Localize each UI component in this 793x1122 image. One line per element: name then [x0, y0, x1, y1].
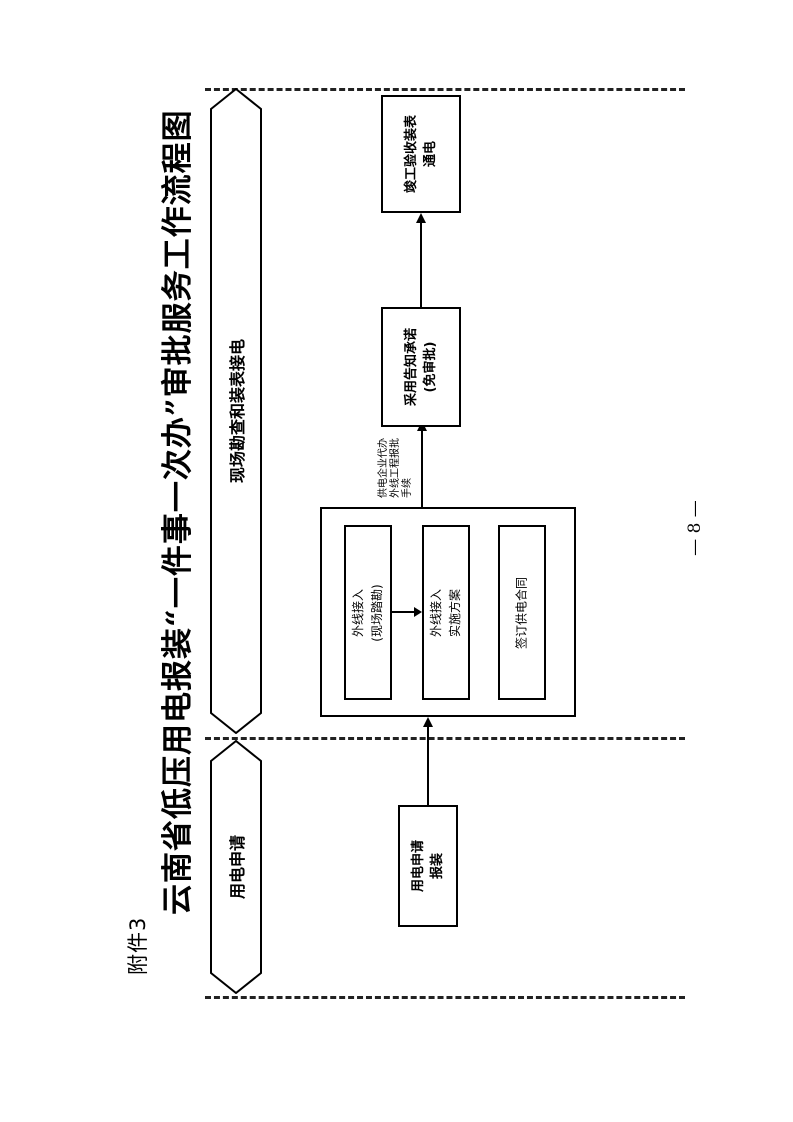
node-apply-line2: 报装: [430, 852, 445, 880]
edge-note: 供电企业代办 外线工程报批 手续: [378, 438, 414, 498]
lane-divider-top: [205, 88, 685, 91]
page-number: — 8 —: [685, 500, 705, 556]
node-promise-line2: (免审批): [423, 341, 438, 393]
arrow-apply-to-group: [427, 726, 429, 805]
attachment-label: 附件3: [126, 916, 150, 975]
lane-divider-bottom: [205, 996, 685, 999]
node-plan: 外线接入 实施方案: [422, 525, 470, 700]
node-survey-line1: 外线接入: [351, 588, 365, 637]
phase-band-application: 用电申请: [210, 740, 262, 994]
phase-label-survey: 现场勘查和装表接电: [228, 338, 247, 484]
node-survey: 外线接入 (现场踏勘): [344, 525, 392, 700]
edge-note-line1: 供电企业代办: [378, 438, 389, 498]
node-survey-label: 外线接入 (现场踏勘): [349, 584, 387, 641]
node-complete-line2: 通电: [423, 140, 438, 168]
node-survey-line2: (现场踏勘): [370, 583, 384, 642]
node-plan-line2: 实施方案: [448, 588, 462, 637]
node-contract-label: 签订供电合同: [513, 576, 532, 648]
node-plan-line1: 外线接入: [429, 588, 443, 637]
node-apply: 用电申请 报装: [398, 805, 458, 927]
node-contract: 签订供电合同: [498, 525, 546, 700]
node-complete-line1: 竣工验收装表: [404, 114, 419, 194]
node-apply-line1: 用电申请: [411, 839, 426, 893]
arrowhead: [416, 213, 426, 223]
page-title: 云南省低压用电报装“一件事一次办”审批服务工作流程图: [160, 109, 196, 915]
phase-band-survey: 现场勘查和装表接电: [210, 88, 262, 734]
edge-note-line3: 手续: [402, 478, 413, 498]
node-promise-label: 采用告知承诺 (免审批): [402, 328, 440, 406]
node-promise-line1: 采用告知承诺: [404, 327, 419, 407]
node-complete-label: 竣工验收装表 通电: [402, 115, 440, 193]
arrow-survey-to-plan: [392, 611, 416, 613]
arrow-group-to-promise: [421, 430, 423, 507]
arrowhead: [423, 717, 433, 727]
edge-note-line2: 外线工程报批: [390, 438, 401, 498]
node-complete: 竣工验收装表 通电: [381, 95, 461, 213]
node-apply-label: 用电申请 报装: [409, 840, 447, 892]
arrowhead: [414, 607, 422, 617]
node-contract-line1: 签订供电合同: [514, 576, 529, 649]
phase-band-shape: [210, 740, 262, 994]
node-plan-label: 外线接入 实施方案: [427, 588, 465, 636]
lane-divider-middle: [205, 737, 685, 740]
phase-label-application: 用电申请: [228, 834, 247, 900]
node-promise: 采用告知承诺 (免审批): [381, 307, 461, 427]
phase-band-shape: [210, 88, 262, 734]
arrow-promise-to-complete: [420, 222, 422, 307]
